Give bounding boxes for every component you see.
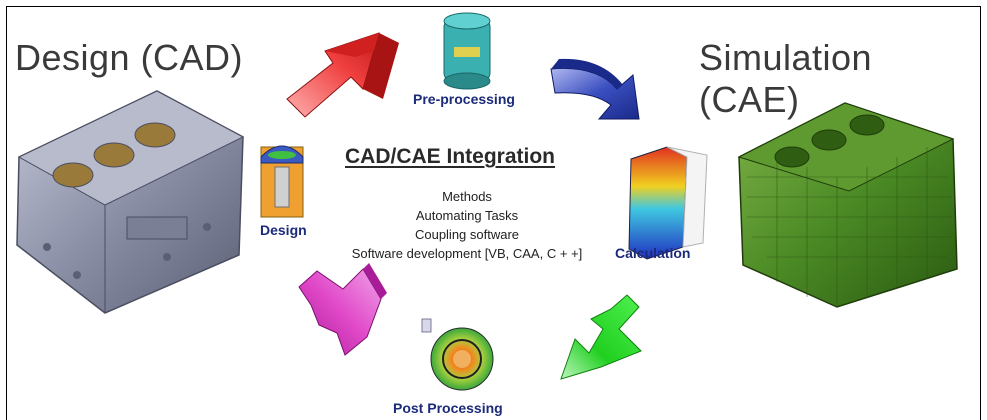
topic-item: Software development [VB, CAA, C + +]	[351, 246, 583, 261]
post-processing-label: Post Processing	[393, 400, 503, 416]
topic-item: Automating Tasks	[415, 208, 519, 223]
cad-cae-integration-title: CAD/CAE Integration	[345, 145, 555, 168]
integration-topics-list: Methods Automating Tasks Coupling softwa…	[317, 187, 617, 263]
arrow-green-icon	[560, 294, 642, 380]
cae-meshed-engine-block-image	[737, 102, 958, 308]
diagram-graphics	[16, 12, 958, 391]
arrow-blue-icon	[550, 58, 640, 120]
calculation-result-icon	[628, 146, 708, 260]
arrow-red-icon	[286, 32, 399, 118]
cae-title: Simulation (CAE)	[699, 37, 873, 120]
calculation-label: Calculation	[615, 245, 691, 261]
post-processing-result-icon	[421, 318, 494, 391]
topic-item: Coupling software	[414, 227, 520, 242]
cad-engine-block-image	[16, 90, 245, 314]
design-part-icon	[260, 145, 304, 218]
cad-title: Design (CAD)	[15, 37, 244, 78]
diagram-frame: Design (CAD) Simulation (CAE) Pre-proces…	[6, 6, 981, 420]
pre-processing-part-icon	[443, 12, 491, 90]
arrow-pink-icon	[298, 263, 387, 356]
design-label: Design	[260, 222, 307, 238]
pre-processing-label: Pre-processing	[413, 91, 515, 107]
topic-item: Methods	[442, 189, 492, 204]
